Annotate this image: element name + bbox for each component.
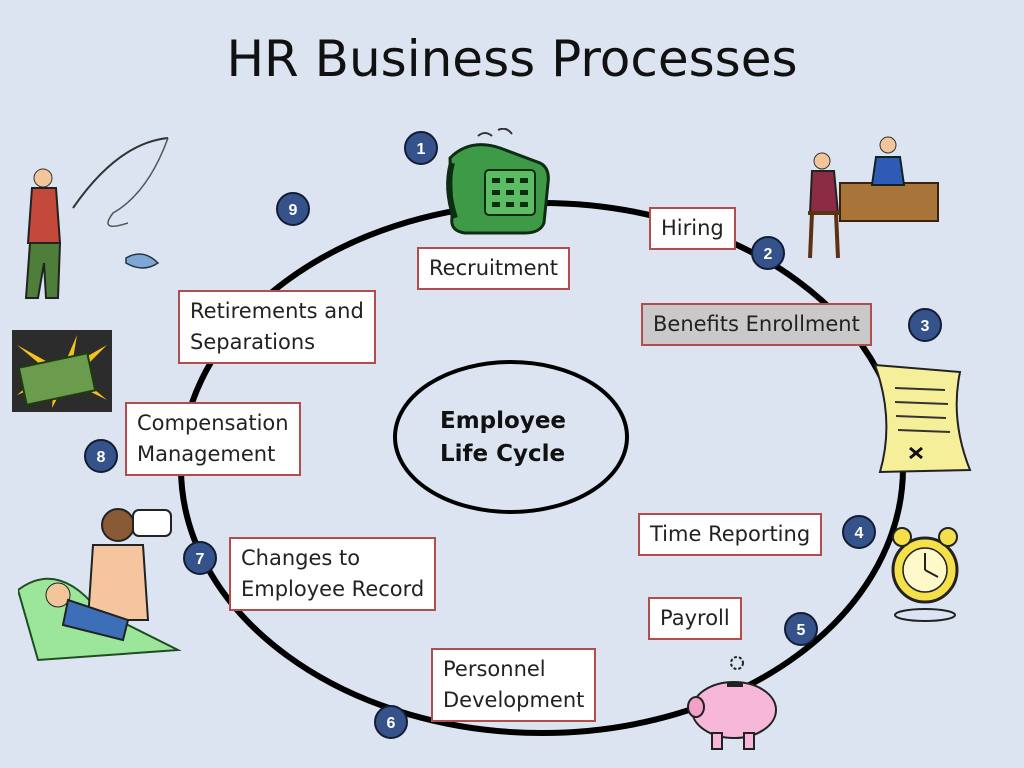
center-ellipse bbox=[393, 360, 629, 514]
center-label-line: Life Cycle bbox=[440, 441, 566, 467]
step-label-line: Retirements and bbox=[190, 299, 364, 323]
step-compensation-management-box: Compensation Management bbox=[125, 402, 301, 476]
fisherman-icon bbox=[24, 137, 169, 299]
step-number-4: 4 bbox=[842, 515, 876, 549]
alarm-clock-icon bbox=[891, 527, 959, 622]
step-time-reporting-box: Time Reporting bbox=[638, 513, 823, 556]
step-number-3: 3 bbox=[908, 308, 942, 342]
step-label-line: Employee Record bbox=[241, 577, 425, 601]
center-label: Employee Life Cycle bbox=[440, 405, 566, 471]
step-label-line: Personnel bbox=[443, 657, 546, 681]
step-number-6: 6 bbox=[374, 705, 408, 739]
telephone-icon bbox=[446, 128, 550, 235]
step-changes-employee-record-box: Changes to Employee Record bbox=[229, 537, 437, 611]
step-label-line: Development bbox=[443, 688, 585, 712]
step-benefits-enrollment-box: Benefits Enrollment bbox=[641, 303, 872, 346]
step-label-line: Separations bbox=[190, 330, 316, 354]
step-hiring-box: Hiring bbox=[649, 207, 736, 250]
document-icon bbox=[873, 363, 972, 474]
mother-child-icon bbox=[18, 508, 182, 662]
step-retirements-separations-box: Retirements and Separations bbox=[178, 290, 376, 364]
step-number-9: 9 bbox=[276, 192, 310, 226]
money-icon bbox=[12, 330, 112, 412]
interview-icon bbox=[808, 136, 939, 259]
page-title: HR Business Processes bbox=[226, 30, 798, 88]
step-payroll-box: Payroll bbox=[648, 597, 742, 640]
step-label-line: Management bbox=[137, 442, 276, 466]
step-number-1: 1 bbox=[404, 131, 438, 165]
center-label-line: Employee bbox=[440, 408, 567, 434]
step-recruitment-box: Recruitment bbox=[417, 247, 571, 290]
step-number-2: 2 bbox=[751, 236, 785, 270]
step-label-line: Changes to bbox=[241, 546, 361, 570]
step-label-line: Compensation bbox=[137, 411, 289, 435]
step-number-5: 5 bbox=[784, 612, 818, 646]
step-number-7: 7 bbox=[183, 541, 217, 575]
step-number-8: 8 bbox=[84, 439, 118, 473]
piggy-bank-icon bbox=[687, 656, 777, 750]
step-personnel-development-box: Personnel Development bbox=[431, 648, 597, 722]
